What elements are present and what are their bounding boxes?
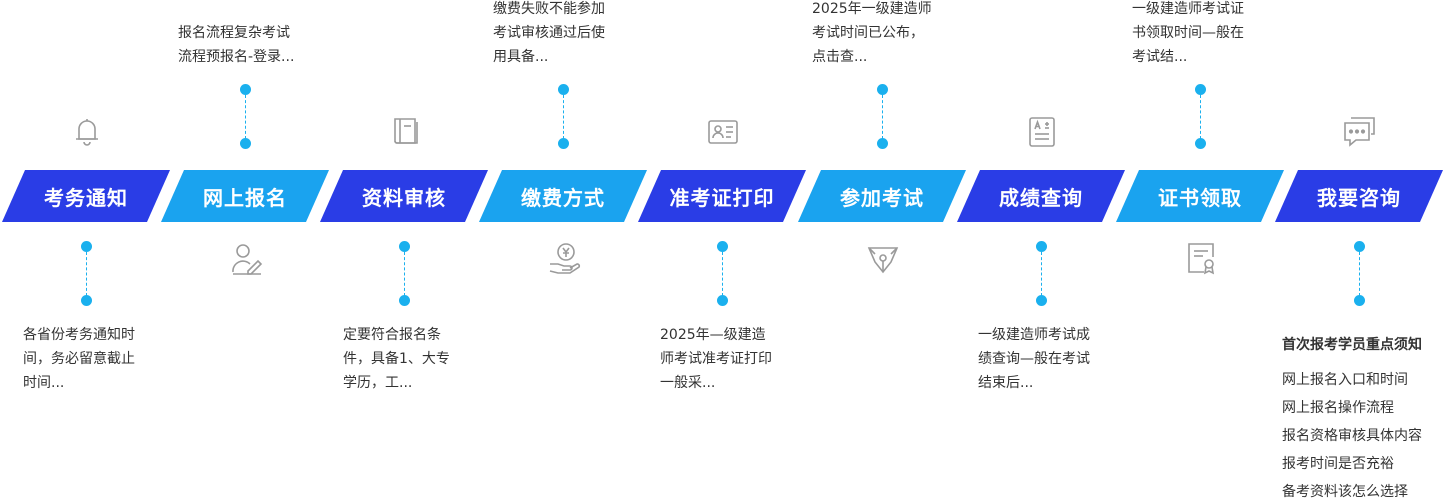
- grade-report-icon: [1024, 114, 1060, 150]
- timeline-dot: [81, 241, 92, 252]
- step-payment-method: 缴费失败不能参加考试审核通过后使用具备... 缴费方式: [479, 0, 647, 498]
- timeline-connector: [1359, 252, 1360, 296]
- step-pill-online-registration[interactable]: 网上报名: [161, 170, 329, 222]
- step-description[interactable]: 一级建造师考试成绩查询—般在考试结束后...: [978, 327, 1090, 391]
- faq-item[interactable]: 报考时间是否充裕: [1282, 456, 1394, 472]
- step-pill-document-review[interactable]: 资料审核: [320, 170, 488, 222]
- timeline-dot: [1036, 241, 1047, 252]
- step-consult: 我要咨询 首次报考学员重点须知 网上报名入口和时间 网上报名操作流程 报名资格审…: [1275, 0, 1443, 498]
- step-score-inquiry: 成绩查询 一级建造师考试成绩查询—般在考试结束后...: [957, 0, 1125, 498]
- step-document-review: 资料审核 定要符合报名条件，具备1、大专学历，工...: [320, 0, 488, 498]
- step-pill-score-inquiry[interactable]: 成绩查询: [957, 170, 1125, 222]
- faq-item[interactable]: 备考资料该怎么选择: [1282, 484, 1408, 498]
- step-online-registration: 报名流程复杂考试流程预报名-登录... 网上报名: [161, 0, 329, 498]
- step-description[interactable]: 缴费失败不能参加考试审核通过后使用具备...: [493, 1, 605, 65]
- step-description[interactable]: 2025年—级建造师考试准考证打印一般采...: [660, 327, 772, 391]
- timeline-connector: [563, 95, 564, 139]
- step-pill-payment-method[interactable]: 缴费方式: [479, 170, 647, 222]
- timeline-dot: [399, 241, 410, 252]
- timeline-connector: [245, 95, 246, 139]
- chat-icon: [1342, 114, 1378, 150]
- timeline-connector: [882, 95, 883, 139]
- timeline-dot: [1195, 138, 1206, 149]
- step-exam-notice: 考务通知 各省份考务通知时间，务必留意截止时间...: [2, 0, 170, 498]
- timeline-dot: [1354, 241, 1365, 252]
- timeline-dot: [240, 84, 251, 95]
- timeline-dot: [240, 138, 251, 149]
- faq-item[interactable]: 报名资格审核具体内容: [1282, 428, 1422, 444]
- step-admission-ticket: 准考证打印 2025年—级建造师考试准考证打印一般采...: [638, 0, 806, 498]
- bell-icon: [69, 114, 105, 150]
- timeline-dot: [717, 241, 728, 252]
- timeline-connector: [86, 252, 87, 296]
- step-pill-exam-notice[interactable]: 考务通知: [2, 170, 170, 222]
- timeline-dot: [1354, 295, 1365, 306]
- user-edit-icon: [228, 240, 264, 276]
- certificate-icon: [1183, 240, 1219, 276]
- step-description[interactable]: 2025年一级建造师考试时间已公布，点击查...: [812, 1, 932, 65]
- timeline-dot: [877, 138, 888, 149]
- step-pill-take-exam[interactable]: 参加考试: [798, 170, 966, 222]
- timeline-dot: [717, 295, 728, 306]
- timeline-dot: [1195, 84, 1206, 95]
- timeline-connector: [722, 252, 723, 296]
- timeline-connector: [404, 252, 405, 296]
- timeline-dot: [81, 295, 92, 306]
- step-pill-admission-ticket[interactable]: 准考证打印: [638, 170, 806, 222]
- step-pill-certificate-collection[interactable]: 证书领取: [1116, 170, 1284, 222]
- step-certificate-collection: 一级建造师考试证书领取时间—般在考试结... 证书领取: [1116, 0, 1284, 498]
- step-description[interactable]: 报名流程复杂考试流程预报名-登录...: [178, 25, 295, 65]
- step-pill-consult[interactable]: 我要咨询: [1275, 170, 1443, 222]
- step-take-exam: 2025年一级建造师考试时间已公布，点击查... 参加考试: [798, 0, 966, 498]
- step-description[interactable]: 一级建造师考试证书领取时间—般在考试结...: [1132, 1, 1244, 65]
- faq-list: 网上报名入口和时间 网上报名操作流程 报名资格审核具体内容 报考时间是否充裕 备…: [1282, 366, 1422, 498]
- timeline-dot: [1036, 295, 1047, 306]
- faq-title: 首次报考学员重点须知: [1282, 337, 1422, 353]
- book-icon: [387, 114, 423, 150]
- timeline-dot: [877, 84, 888, 95]
- timeline-dot: [558, 84, 569, 95]
- timeline-connector: [1200, 95, 1201, 139]
- faq-item[interactable]: 网上报名操作流程: [1282, 400, 1394, 416]
- step-description[interactable]: 定要符合报名条件，具备1、大专学历，工...: [343, 327, 450, 391]
- timeline-dot: [558, 138, 569, 149]
- yuan-hand-icon: [546, 240, 582, 276]
- id-card-icon: [705, 114, 741, 150]
- timeline-dot: [399, 295, 410, 306]
- step-description[interactable]: 各省份考务通知时间，务必留意截止时间...: [23, 327, 135, 391]
- timeline-connector: [1041, 252, 1042, 296]
- pen-nib-icon: [865, 240, 901, 276]
- faq-item[interactable]: 网上报名入口和时间: [1282, 372, 1408, 388]
